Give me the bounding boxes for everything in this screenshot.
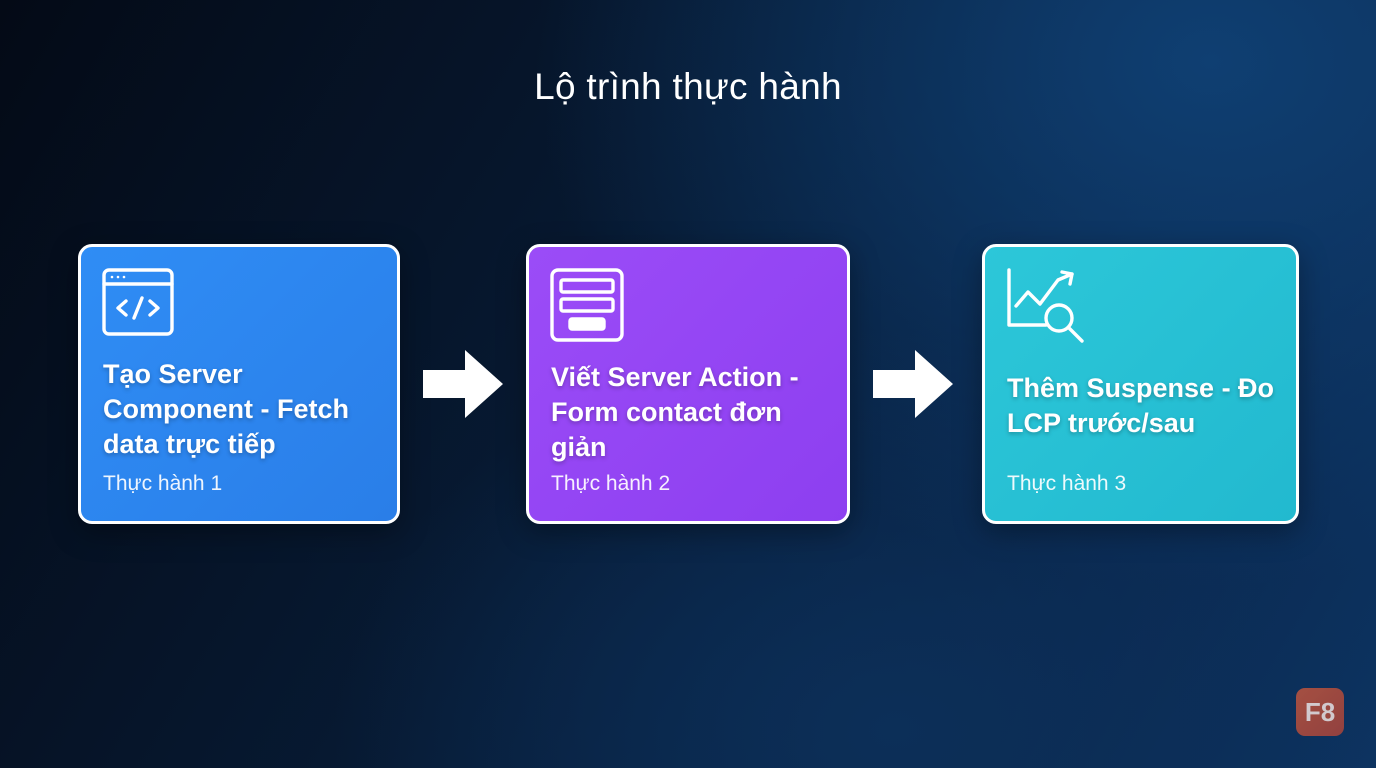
step-subtitle: Thực hành 2 [551, 472, 671, 495]
step-title: Tạo Server Component - Fetch data trực t… [103, 359, 349, 459]
step-card-1: Tạo Server Component - Fetch data trực t… [78, 244, 400, 524]
step-title: Thêm Suspense - Đo LCP trước/sau [1007, 373, 1275, 438]
form-icon [550, 268, 624, 342]
arrow-right-icon [873, 350, 953, 418]
step-subtitle: Thực hành 3 [1007, 472, 1127, 495]
f8-logo: F8 [1296, 688, 1344, 736]
step-card-2: Viết Server Action - Form contact đơn gi… [526, 244, 850, 524]
step-card-3: Thêm Suspense - Đo LCP trước/sau Thực hà… [982, 244, 1299, 524]
arrow-right-icon [423, 350, 503, 418]
page-title: Lộ trình thực hành [534, 66, 842, 107]
code-window-icon [102, 268, 174, 336]
chart-search-icon [1007, 268, 1084, 343]
step-subtitle: Thực hành 1 [103, 472, 223, 495]
step-title: Viết Server Action - Form contact đơn gi… [551, 362, 799, 462]
